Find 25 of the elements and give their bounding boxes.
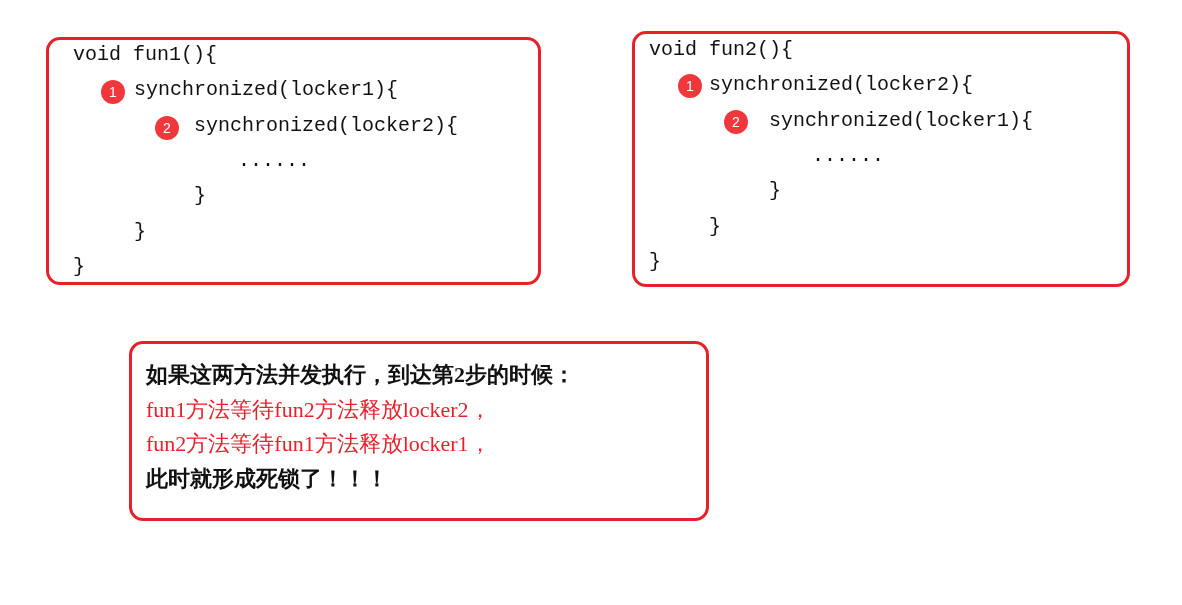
code-line: void fun2(){: [649, 37, 794, 63]
code-line: ......: [812, 142, 884, 169]
step-number-badge: 1: [101, 80, 125, 104]
code-line: }: [134, 218, 146, 245]
code-line: }: [649, 248, 661, 275]
code-line: }: [194, 183, 206, 210]
code-line: }: [709, 213, 721, 240]
note-text: fun1方法等待fun2方法释放locker2，: [146, 395, 491, 424]
code-line: synchronized(locker1){: [769, 107, 1034, 134]
note-text: 此时就形成死锁了！！！: [146, 464, 388, 493]
code-line: void fun1(){: [73, 42, 218, 68]
step-number-badge: 2: [724, 110, 748, 134]
code-line: synchronized(locker2){: [709, 72, 974, 99]
code-box: [632, 31, 1130, 287]
step-number-badge: 2: [155, 116, 179, 140]
code-line: synchronized(locker1){: [134, 77, 399, 104]
code-line: ......: [238, 147, 310, 174]
code-line: }: [769, 178, 781, 205]
step-number-badge: 1: [678, 74, 702, 98]
note-text: fun2方法等待fun1方法释放locker1，: [146, 430, 491, 458]
note-text: 如果这两方法并发执行，到达第2步的时候：: [146, 361, 575, 389]
note-box: [129, 341, 709, 521]
code-line: }: [73, 253, 85, 280]
code-line: synchronized(locker2){: [194, 112, 459, 139]
code-box: [46, 37, 541, 285]
